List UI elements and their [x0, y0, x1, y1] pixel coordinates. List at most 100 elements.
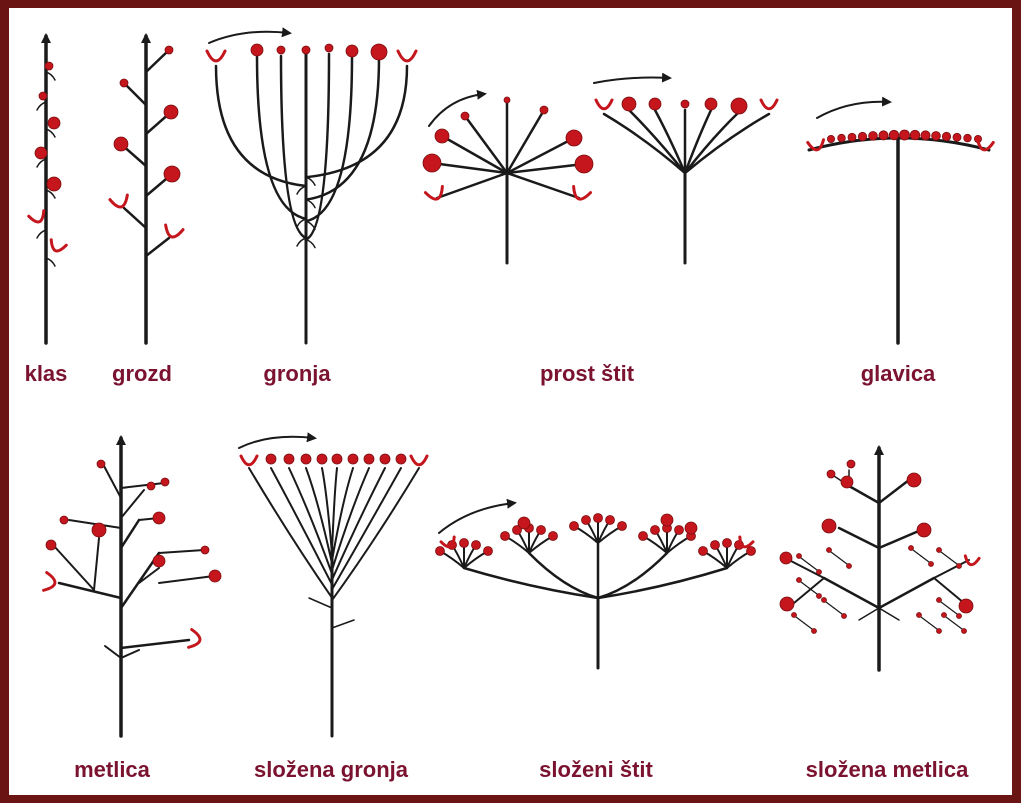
branch-curve: [270, 467, 333, 586]
branch-curve: [683, 112, 771, 175]
stem-line: [158, 549, 205, 554]
flower-bud: [846, 459, 856, 469]
branch-curve: [279, 54, 308, 240]
stem-line: [877, 528, 923, 550]
bract: [36, 101, 47, 111]
flower-bud: [796, 553, 802, 559]
flower-bud: [113, 136, 129, 152]
flower-bud: [878, 130, 889, 141]
flower-bud: [963, 133, 972, 143]
flower-bud: [722, 538, 732, 548]
flower-bud: [961, 628, 967, 634]
stem-line: [463, 114, 509, 175]
stem-line: [837, 526, 881, 550]
flower-bud: [345, 44, 359, 58]
flower-bud: [840, 475, 854, 489]
flower-bud: [826, 547, 832, 553]
branch-curve: [462, 566, 600, 600]
growth-arrow: [816, 96, 892, 119]
stem-line: [933, 577, 965, 604]
stem-line: [144, 48, 171, 74]
stem-line: [505, 171, 581, 200]
stem-line: [795, 616, 805, 624]
open-flower: [439, 535, 456, 549]
stem-line: [858, 607, 880, 621]
branch-curve: [288, 467, 333, 575]
flower-bud: [324, 43, 334, 53]
flower-bud: [96, 459, 106, 469]
stem-line: [788, 559, 825, 579]
flower-bud: [34, 146, 48, 160]
flower-bud: [746, 546, 756, 556]
flower-bud: [821, 518, 837, 534]
flower-bud: [44, 61, 54, 71]
branch-curve: [653, 108, 687, 175]
branch-curve: [627, 108, 687, 175]
bract: [296, 237, 307, 247]
stem-line: [144, 236, 171, 258]
branch-curve: [305, 467, 333, 565]
flower-bud: [796, 577, 802, 583]
flower-bud: [660, 513, 674, 527]
flower-bud: [837, 133, 846, 143]
open-flower: [396, 49, 418, 63]
flower-bud: [569, 521, 579, 531]
flower-bud: [471, 540, 481, 550]
label-slozeni-stit: složeni štit: [539, 757, 653, 782]
stem-line: [803, 622, 813, 630]
flower-bud: [638, 531, 648, 541]
open-flower: [42, 571, 57, 592]
flower-bud: [868, 131, 878, 141]
growth-arrow: [428, 89, 487, 127]
stem-line: [878, 607, 900, 621]
flower-bud: [680, 99, 690, 109]
flower-bud: [841, 613, 847, 619]
flower-bud: [931, 131, 941, 141]
branch-curve: [683, 110, 741, 175]
flower-bud: [730, 97, 748, 115]
flower-bud: [38, 91, 48, 101]
label-metlica: metlica: [74, 757, 151, 782]
stem-line: [440, 134, 509, 175]
stem-line: [940, 601, 950, 609]
stems-layer: [36, 27, 991, 738]
open-flower: [963, 554, 981, 567]
stem-line: [877, 478, 911, 505]
flower-bud: [208, 569, 222, 583]
stem-line: [847, 484, 881, 505]
flower-bud: [91, 522, 107, 538]
open-flower: [976, 138, 995, 152]
flower-bud: [565, 129, 583, 147]
flower-bud: [395, 453, 407, 465]
branch-curve: [304, 55, 354, 223]
stem-line: [953, 622, 963, 630]
bract: [45, 128, 56, 138]
open-flower: [49, 238, 68, 253]
growth-arrow: [208, 27, 292, 44]
flowers-layer: [27, 43, 995, 649]
stem-line: [104, 645, 122, 659]
open-flower: [187, 628, 202, 649]
flower-bud: [160, 477, 170, 487]
branch-curve: [331, 467, 354, 562]
flower-bud: [952, 132, 962, 142]
branch-curve: [255, 54, 308, 221]
flower-bud: [648, 97, 662, 111]
branch-curve: [321, 467, 333, 555]
flower-bud: [370, 43, 388, 61]
branch-curve: [331, 467, 420, 602]
flower-bud: [847, 132, 857, 142]
stem-line: [57, 581, 123, 600]
flower-bud: [684, 521, 698, 535]
stem-line: [158, 575, 215, 584]
flower-bud: [621, 96, 637, 112]
stem-line: [800, 581, 810, 589]
branch-curve: [331, 467, 338, 552]
stem-line: [119, 518, 141, 550]
label-klas: klas: [25, 361, 68, 386]
stem-line: [53, 545, 95, 591]
flower-bud: [536, 525, 546, 535]
stem-line: [120, 649, 140, 659]
flower-bud: [460, 111, 470, 121]
flower-bud: [512, 525, 522, 535]
